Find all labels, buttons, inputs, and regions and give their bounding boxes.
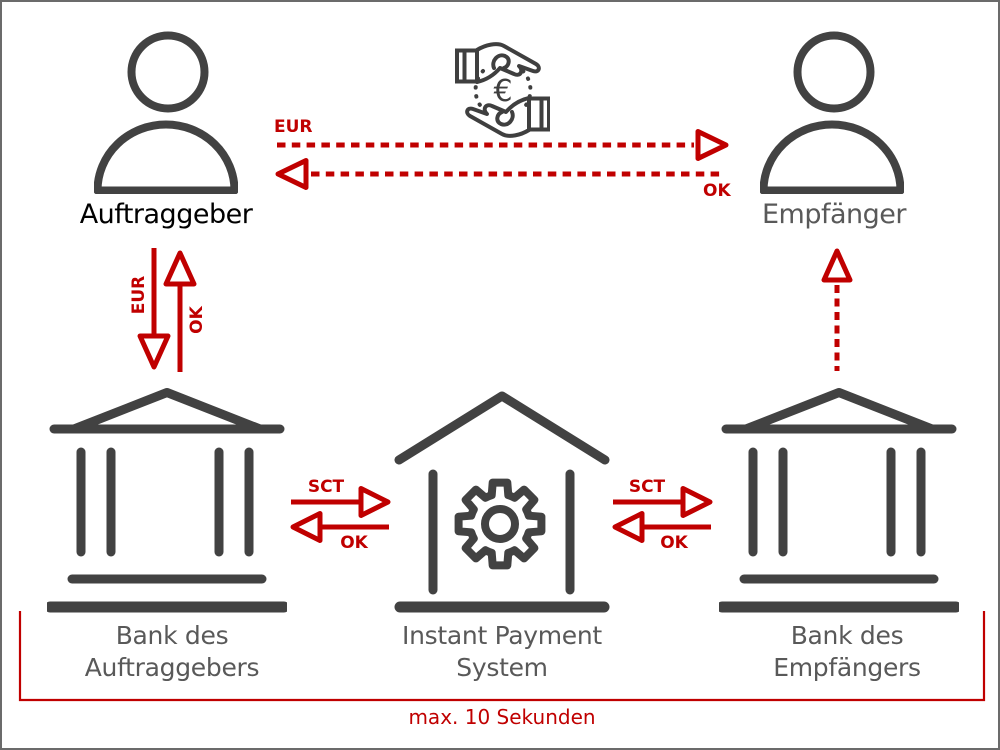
flow-label-ok-vertical: OK — [187, 306, 207, 334]
hands-euro-icon: € — [455, 42, 550, 138]
payee-bank-label-line1: Bank des — [790, 621, 904, 650]
house-gear-icon — [394, 391, 610, 613]
flow-label-sct-right: SCT — [628, 477, 666, 497]
payee-bank-notify-arrow — [821, 248, 853, 371]
flow-label-ok-top: OK — [703, 181, 731, 201]
timing-label: max. 10 Sekunden — [408, 705, 596, 729]
arrowhead-left-icon — [290, 511, 323, 543]
gear-icon — [454, 478, 546, 570]
sct-arrows-right — [612, 486, 713, 543]
arrowhead-down-icon — [137, 333, 171, 370]
arrowhead-left-icon — [275, 158, 309, 190]
sct-arrows-left — [290, 486, 391, 543]
arrowhead-right-icon — [695, 129, 729, 161]
payer-label: Auftraggeber — [79, 199, 253, 230]
person-icon — [760, 31, 904, 194]
timing-bracket — [18, 611, 986, 702]
payment-system-label-line2: System — [456, 653, 548, 682]
flow-label-eur-vertical: EUR — [129, 275, 149, 315]
payment-system-label-line1: Instant Payment — [402, 621, 602, 650]
arrowhead-up-icon — [163, 250, 197, 287]
arrowhead-left-icon — [612, 511, 645, 543]
arrowhead-up-icon — [821, 248, 853, 283]
bank-icon — [719, 388, 959, 613]
euro-symbol: € — [493, 74, 512, 109]
person-icon — [94, 31, 238, 194]
payment-system-label: Instant Payment System — [352, 620, 652, 684]
payer-payee-dashed-arrows — [275, 129, 729, 190]
bank-icon — [47, 388, 287, 613]
payee-label: Empfänger — [761, 199, 907, 230]
payee-bank-label-line2: Empfängers — [773, 653, 921, 682]
payer-bank-arrows — [137, 248, 197, 372]
arrowhead-right-icon — [358, 486, 391, 518]
payee-bank-label: Bank des Empfängers — [697, 620, 997, 684]
payer-bank-label-line1: Bank des — [115, 621, 229, 650]
flow-label-sct-left: SCT — [307, 477, 345, 497]
payer-bank-label: Bank des Auftraggebers — [22, 620, 322, 684]
flow-label-eur-top: EUR — [274, 117, 313, 137]
flow-label-ok-right: OK — [660, 533, 688, 553]
arrowhead-right-icon — [680, 486, 713, 518]
payer-bank-label-line2: Auftraggebers — [84, 653, 260, 682]
flow-label-ok-left: OK — [340, 533, 368, 553]
